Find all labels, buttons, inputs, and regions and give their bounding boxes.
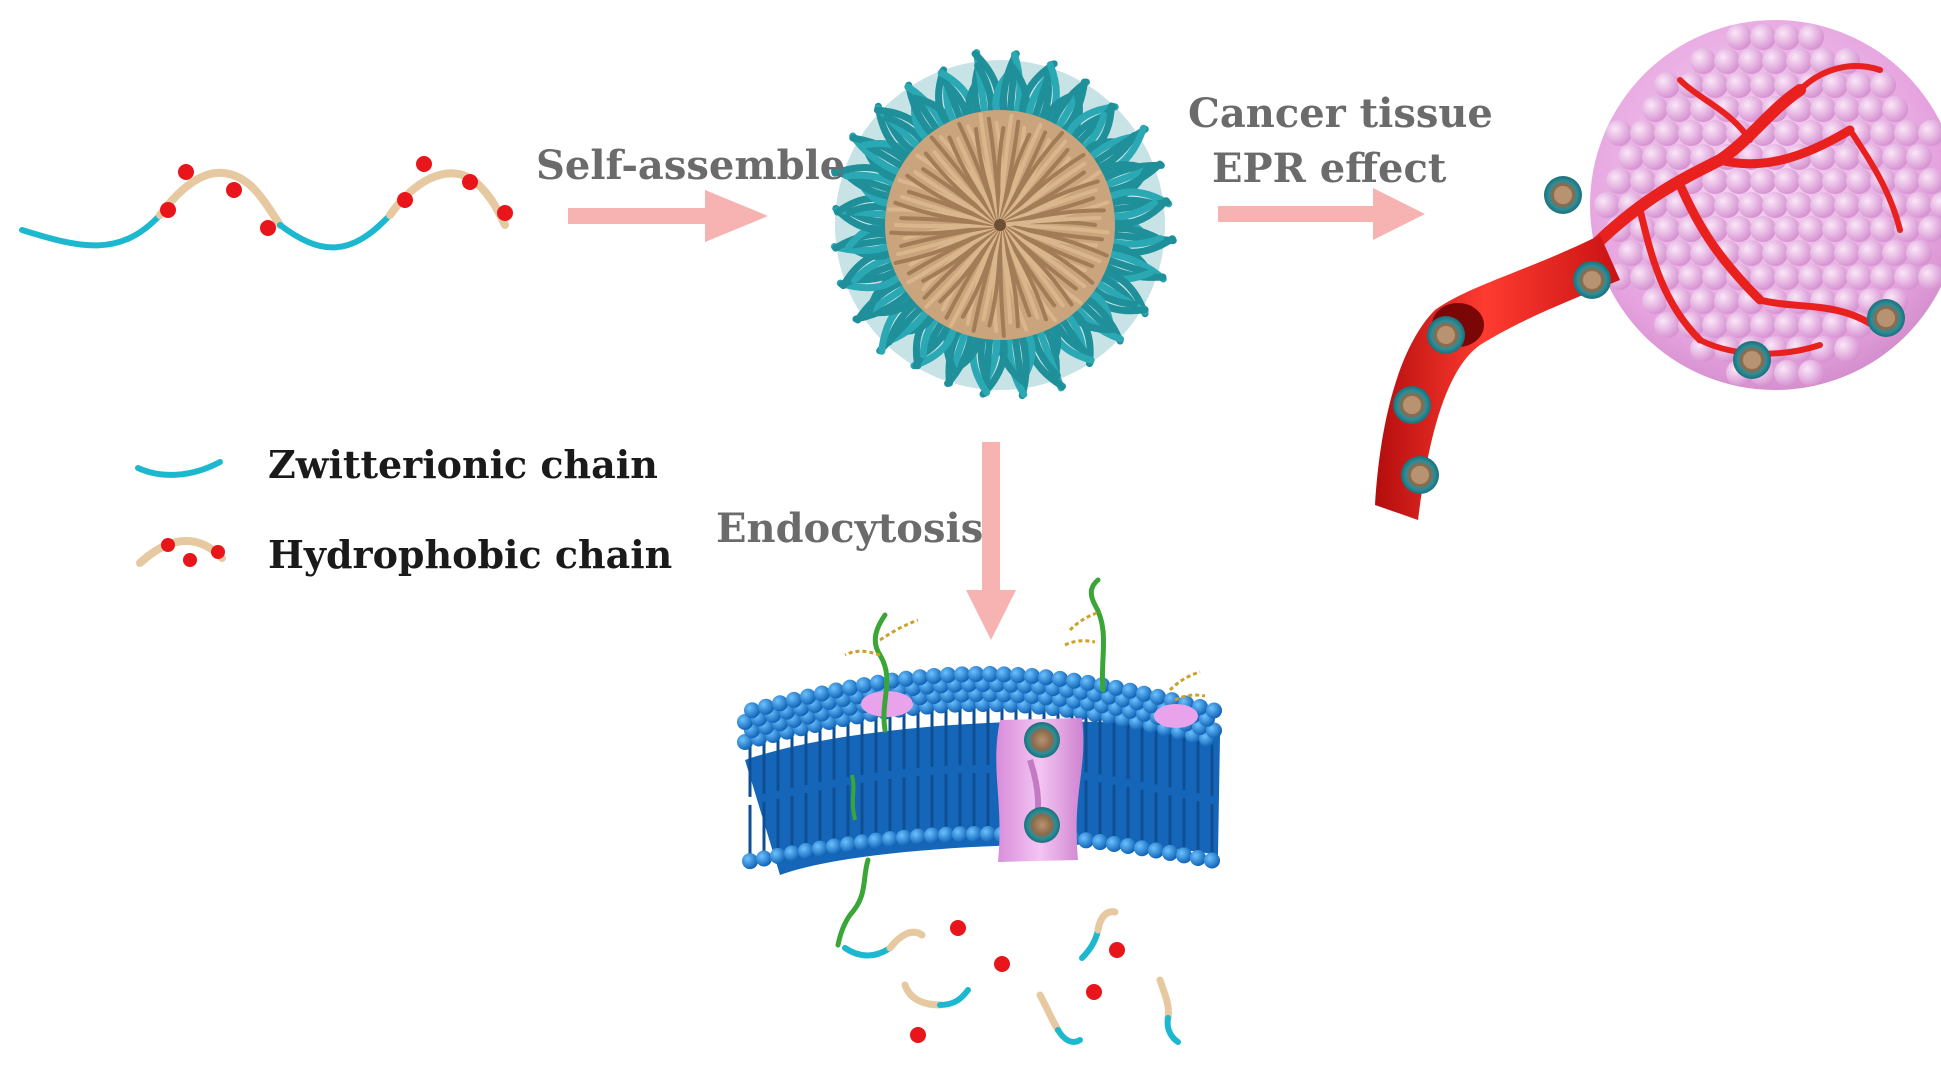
glycan-chains bbox=[844, 610, 1206, 702]
arrow-self-assemble bbox=[568, 190, 768, 242]
epr-effect-label: EPR effect bbox=[1212, 145, 1447, 192]
tumor-tissue bbox=[1584, 20, 1941, 390]
hydrophobic-chain-icon bbox=[136, 537, 226, 567]
nanoparticles-in-vessel bbox=[1393, 176, 1905, 494]
legend-hydrophobic-label: Hydrophobic chain bbox=[268, 532, 673, 577]
membrane-protein bbox=[861, 691, 1198, 862]
arrow-epr bbox=[1218, 188, 1425, 240]
arrow-endocytosis bbox=[966, 442, 1016, 640]
cancer-tissue-label: Cancer tissue bbox=[1188, 90, 1493, 137]
released-fragments bbox=[842, 908, 1181, 1045]
legend-zwitterionic-label: Zwitterionic chain bbox=[268, 442, 658, 487]
self-assemble-label: Self-assemble bbox=[536, 142, 846, 189]
receptor-chains bbox=[835, 577, 1106, 948]
polymer-chain bbox=[19, 156, 513, 251]
cell-membrane bbox=[737, 666, 1222, 875]
micelle bbox=[830, 49, 1177, 400]
zwitterionic-chain-icon bbox=[135, 459, 223, 478]
endocytosis-label: Endocytosis bbox=[716, 505, 984, 552]
